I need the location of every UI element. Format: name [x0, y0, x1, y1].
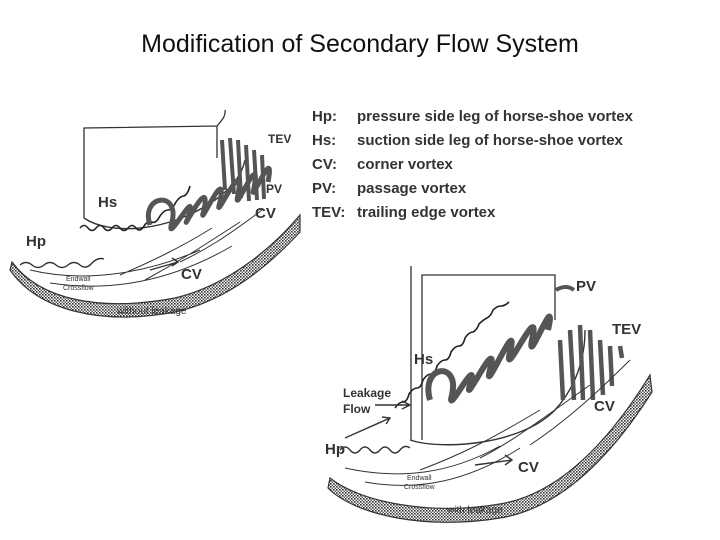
- blade-outline-left: [83, 109, 226, 218]
- label-cv-upper-right: CV: [594, 398, 615, 415]
- legend-desc: passage vortex: [357, 179, 467, 197]
- cv-arrow-right: [474, 454, 514, 466]
- label-hs-right: Hs: [414, 351, 434, 368]
- slide-title: Modification of Secondary Flow System: [141, 30, 579, 58]
- legend-desc: corner vortex: [357, 155, 453, 173]
- label-endwall-right: Endwall: [407, 475, 432, 482]
- endwall-edge-left: [9, 213, 301, 318]
- crossflow-lines-left: [29, 209, 263, 287]
- diagram-with-leakage: [327, 266, 653, 523]
- label-hs-left: Hs: [98, 194, 118, 211]
- hp-vortex-left: [19, 257, 105, 269]
- label-hp-right: Hp: [325, 441, 345, 458]
- legend-abbr: Hs:: [312, 131, 337, 149]
- legend-desc: suction side leg of horse-shoe vortex: [357, 131, 623, 149]
- label-cv-upper-left: CV: [255, 205, 276, 222]
- label-tev-right: TEV: [612, 321, 642, 338]
- horseshoe-vortex-right: [394, 301, 510, 409]
- label-hp-left: Hp: [26, 233, 46, 250]
- passage-vortex-coils-left: [145, 165, 272, 232]
- label-crossflow-left: Crossflow: [63, 285, 94, 292]
- label-flow: Flow: [343, 402, 371, 416]
- tev-coils-right: [557, 324, 625, 401]
- pv-tail-right: [554, 285, 576, 292]
- blade-outline-right: [410, 266, 556, 440]
- legend-item-cv: CV: corner vortex: [312, 152, 633, 176]
- crossflow-lines-right: [344, 359, 631, 486]
- label-cv-lower-right: CV: [518, 459, 539, 476]
- legend-abbr: PV:: [312, 179, 337, 197]
- endwall-edge-right: [327, 373, 653, 523]
- label-endwall-left: Endwall: [66, 276, 91, 283]
- legend-item-pv: PV: passage vortex: [312, 176, 633, 200]
- caption-with-leakage: with leakage: [447, 505, 503, 516]
- label-pv-right: PV: [576, 278, 597, 295]
- legend-item-tev: TEV: trailing edge vortex: [312, 200, 633, 224]
- legend-desc: pressure side leg of horse-shoe vortex: [357, 107, 633, 125]
- leakage-flow-arrow: [344, 400, 412, 439]
- legend-abbr: CV:: [312, 155, 338, 173]
- legend: Hp: pressure side leg of horse-shoe vort…: [312, 104, 633, 224]
- legend-abbr: Hp:: [312, 107, 337, 125]
- label-cv-lower-left: CV: [181, 266, 202, 283]
- label-crossflow-right: Crossflow: [404, 484, 435, 491]
- tev-coils-left: [220, 137, 266, 202]
- cv-arrow-left: [149, 257, 180, 271]
- diagram-without-leakage: [9, 109, 301, 318]
- label-tev-left: TEV: [268, 132, 292, 146]
- passage-vortex-coils-right: [425, 313, 553, 404]
- legend-desc: trailing edge vortex: [357, 203, 496, 221]
- label-leakage: Leakage: [343, 386, 392, 400]
- legend-abbr: TEV:: [312, 203, 346, 221]
- legend-item-hs: Hs: suction side leg of horse-shoe vorte…: [312, 128, 633, 152]
- hp-vortex-right: [339, 445, 411, 454]
- legend-item-hp: Hp: pressure side leg of horse-shoe vort…: [312, 104, 633, 128]
- caption-without-leakage: without leakage: [117, 306, 187, 317]
- label-pv-left: PV: [266, 182, 283, 196]
